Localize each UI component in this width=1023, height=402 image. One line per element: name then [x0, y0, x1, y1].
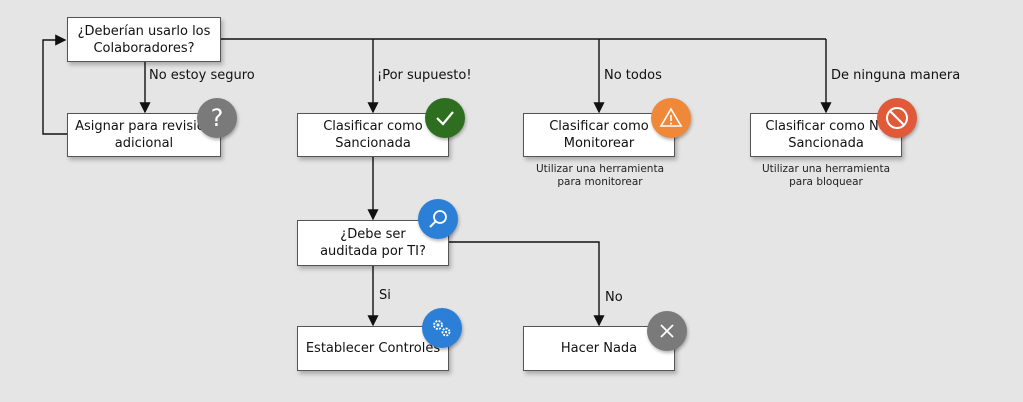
- edge-e6: [449, 241, 605, 327]
- edge-loop: [42, 34, 68, 135]
- edge-label-not-sure: No estoy seguro: [149, 68, 255, 83]
- check-icon: [425, 98, 465, 138]
- edge-label-no-way: De ninguna manera: [831, 68, 961, 83]
- close-icon: [647, 311, 687, 351]
- edge-label-not-all: No todos: [604, 68, 662, 83]
- edge-label-yes: Si: [379, 288, 391, 303]
- question-icon: ?: [197, 98, 237, 138]
- node-sanctioned: Clasificar como Sancionada: [297, 113, 449, 157]
- note-block-tool: Utilizar una herramienta para bloquear: [761, 163, 891, 188]
- ban-icon: [877, 98, 917, 138]
- warning-icon: [651, 98, 691, 138]
- node-should-employees-use: ¿Deberían usarlo los Colaboradores?: [67, 17, 221, 62]
- note-monitor-tool: Utilizar una herramienta para monitorear: [535, 163, 665, 188]
- gears-icon: [422, 308, 462, 348]
- magnifier-icon: [418, 199, 458, 239]
- node-monitor: Clasificar como Monitorear: [523, 113, 675, 157]
- edge-label-no: No: [605, 290, 623, 305]
- node-not-sanctioned: Clasificar como No Sancionada: [750, 113, 902, 157]
- edge-label-of-course: ¡Por supuesto!: [377, 68, 472, 83]
